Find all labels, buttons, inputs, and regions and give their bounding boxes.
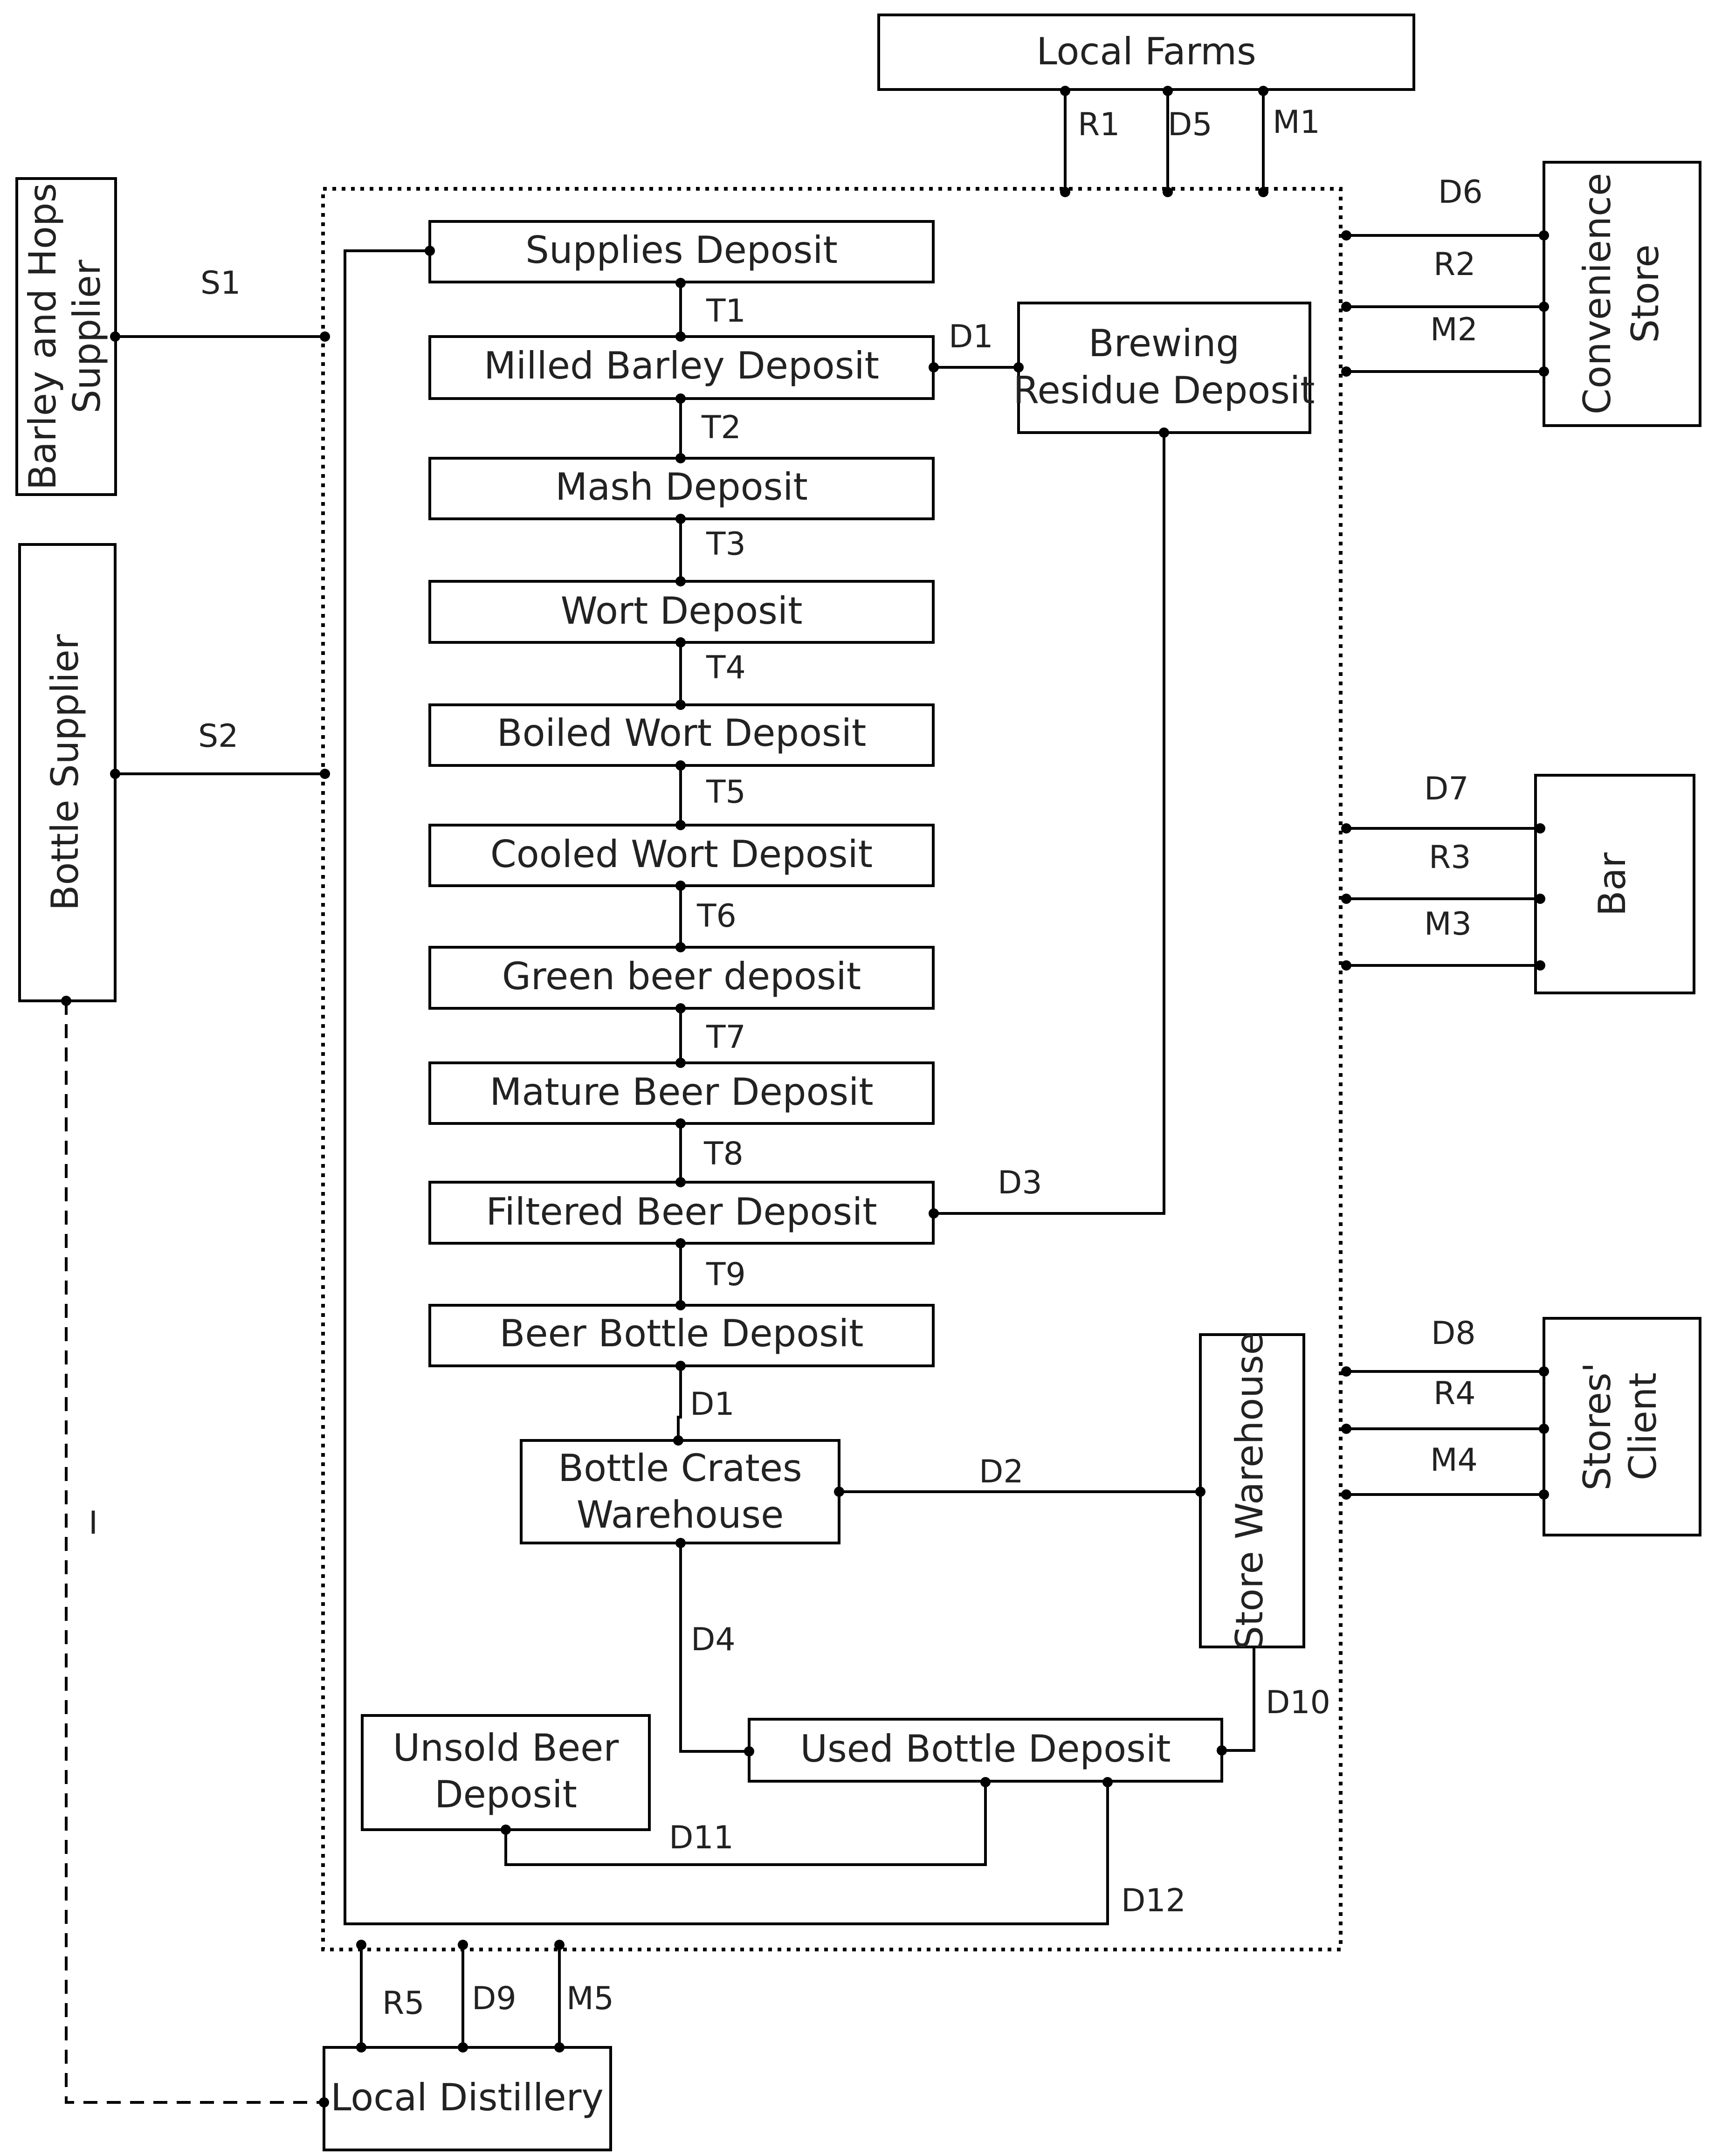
node-label-line2: Store (1624, 244, 1667, 343)
node-bottle-supplier: Bottle Supplier (18, 543, 117, 1002)
flow-label-D1-crates: D1 (690, 1386, 735, 1423)
node-label: Mash Deposit (555, 465, 808, 509)
node-label-line1: Brewing (1088, 322, 1240, 365)
node-cooled-wort-deposit: Cooled Wort Deposit (428, 824, 935, 887)
flow-label-D12: D12 (1121, 1882, 1186, 1919)
node-label-line2: Deposit (434, 1773, 577, 1816)
node-label-line2: Client (1621, 1372, 1665, 1481)
node-label: Used Bottle Deposit (800, 1727, 1171, 1770)
flow-label-S1: S1 (200, 265, 241, 302)
node-supplies-deposit: Supplies Deposit (428, 220, 935, 283)
node-green-beer-deposit: Green beer deposit (428, 946, 935, 1010)
flow-label-M3: M3 (1424, 906, 1472, 943)
node-label: Milled Barley Deposit (484, 344, 879, 387)
flow-label-D11: D11 (669, 1819, 734, 1856)
node-bar: Bar (1534, 774, 1695, 994)
node-mash-deposit: Mash Deposit (428, 457, 935, 520)
flow-label-T9: T9 (706, 1256, 746, 1293)
flow-label-T7: T7 (706, 1019, 746, 1056)
node-label-line2: Supplier (65, 260, 109, 413)
node-label: Bar (1591, 852, 1634, 916)
flow-label-D9: D9 (472, 1980, 517, 2017)
node-label: Supplies Deposit (525, 228, 838, 272)
node-convenience-store: Convenience Store (1543, 161, 1701, 427)
node-stores-client: Stores' Client (1543, 1317, 1701, 1536)
node-label: Beer Bottle Deposit (500, 1312, 864, 1355)
node-local-farms: Local Farms (877, 14, 1415, 91)
node-label: Boiled Wort Deposit (497, 711, 867, 755)
flow-label-R3: R3 (1429, 839, 1471, 876)
flow-label-D1-residue: D1 (949, 318, 993, 355)
flow-label-T4: T4 (706, 649, 746, 686)
flow-label-D3: D3 (998, 1164, 1042, 1201)
node-unsold-beer-deposit: Unsold Beer Deposit (361, 1714, 651, 1831)
node-label: Wort Deposit (561, 589, 803, 633)
node-label: Bottle Supplier (43, 634, 87, 910)
flow-label-D5: D5 (1168, 106, 1212, 143)
node-label: Mature Beer Deposit (489, 1070, 873, 1114)
flow-label-M4: M4 (1430, 1442, 1478, 1479)
flow-label-R4: R4 (1433, 1375, 1476, 1412)
node-beer-bottle-deposit: Beer Bottle Deposit (428, 1304, 935, 1367)
flow-label-S2: S2 (198, 718, 238, 755)
node-label-line2: Residue Deposit (1013, 369, 1315, 412)
flow-line-I (65, 1001, 324, 2104)
flow-labels: R1 D5 M1 S1 S2 D6 R2 M2 D7 R3 M3 D8 R4 M… (89, 104, 1483, 2022)
node-boiled-wort-deposit: Boiled Wort Deposit (428, 703, 935, 767)
node-label-line2: Warehouse (577, 1493, 784, 1536)
flow-label-D2: D2 (979, 1453, 1024, 1490)
node-barley-hops-supplier: Barley and Hops Supplier (15, 177, 117, 496)
node-label: Green beer deposit (502, 955, 861, 998)
flow-label-D8: D8 (1431, 1315, 1476, 1352)
flow-label-D7: D7 (1424, 771, 1469, 807)
node-brewing-residue-deposit: Brewing Residue Deposit (1013, 302, 1315, 434)
node-label: Local Distillery (331, 2076, 604, 2119)
flow-label-T2: T2 (701, 409, 741, 446)
node-label: Store Warehouse (1228, 1332, 1271, 1649)
flow-label-T6: T6 (696, 898, 737, 935)
connectors (115, 91, 1544, 2050)
svg-text:Barley and Hops: Barley and Hops (21, 183, 64, 490)
flow-label-M1: M1 (1273, 104, 1320, 141)
node-store-warehouse: Store Warehouse (1199, 1332, 1305, 1650)
node-label-line1: Unsold Beer (393, 1726, 619, 1770)
node-milled-barley-deposit: Milled Barley Deposit (428, 335, 935, 400)
node-mature-beer-deposit: Mature Beer Deposit (428, 1061, 935, 1125)
node-label-line1: Bottle Crates (558, 1447, 802, 1490)
flow-label-T3: T3 (706, 526, 746, 563)
flow-label-D4: D4 (691, 1621, 736, 1658)
flow-label-M2: M2 (1430, 311, 1478, 348)
flow-label-I: I (89, 1505, 98, 1542)
flow-label-R5: R5 (382, 1985, 425, 2022)
junction-dots (61, 86, 1549, 2108)
svg-text:Supplier: Supplier (65, 260, 109, 413)
node-label: Filtered Beer Deposit (486, 1190, 877, 1233)
node-filtered-beer-deposit: Filtered Beer Deposit (428, 1181, 935, 1245)
flow-label-T5: T5 (706, 774, 746, 811)
node-label-line1: Stores' (1576, 1362, 1619, 1490)
flow-label-T1: T1 (706, 293, 746, 330)
flow-label-D10: D10 (1266, 1684, 1330, 1721)
node-used-bottle-deposit: Used Bottle Deposit (748, 1718, 1223, 1783)
flow-label-D6: D6 (1438, 174, 1483, 211)
flow-label-R2: R2 (1433, 246, 1476, 283)
flow-label-R1: R1 (1078, 106, 1120, 143)
flow-label-M5: M5 (566, 1980, 614, 2017)
node-label-line1: Convenience (1576, 173, 1619, 414)
node-bottle-crates-warehouse: Bottle Crates Warehouse (520, 1439, 840, 1544)
node-label: Cooled Wort Deposit (490, 833, 873, 876)
node-label: Local Farms (1036, 30, 1256, 73)
node-wort-deposit: Wort Deposit (428, 580, 935, 644)
node-label-line1: Barley and Hops (21, 183, 64, 490)
flow-label-T8: T8 (703, 1136, 744, 1172)
node-local-distillery: Local Distillery (323, 2046, 612, 2151)
